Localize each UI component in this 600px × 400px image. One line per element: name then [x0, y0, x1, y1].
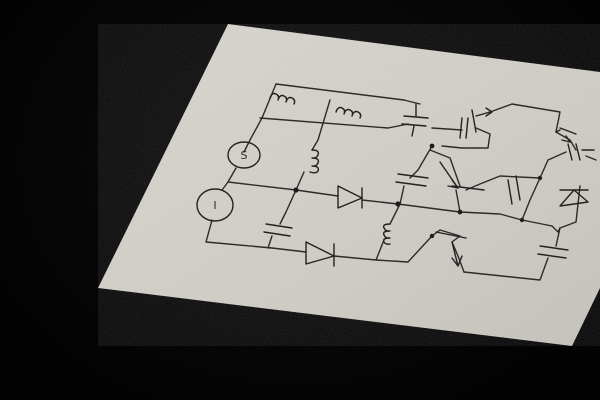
capacitor-bottom-left	[263, 223, 293, 237]
voltage-source: S	[227, 141, 261, 169]
circuit-wires	[205, 83, 597, 281]
inductor-top-middle	[335, 106, 362, 119]
inductor-top-left	[269, 92, 296, 105]
voltage-source-label: S	[241, 149, 248, 162]
capacitor-transistor-coupling	[459, 117, 469, 139]
junction-dots	[293, 143, 543, 239]
capacitor-right-middle	[507, 175, 521, 205]
capacitor-bottom-right	[537, 245, 569, 259]
transistor-top	[471, 107, 493, 133]
capacitor-top-right	[401, 103, 429, 137]
paper-sheet	[98, 24, 600, 346]
capacitor-center	[395, 173, 429, 187]
transistor-bottom	[435, 231, 467, 267]
inductor-lower-middle	[382, 223, 391, 245]
capacitor-far-right	[567, 143, 595, 161]
current-source-label: I	[213, 199, 216, 212]
diode-bottom	[305, 241, 335, 267]
current-source: I	[196, 188, 234, 222]
transistor-right	[555, 127, 577, 143]
diode-middle	[337, 185, 363, 209]
transistor-center	[439, 161, 485, 191]
inductor-left-vertical	[309, 149, 320, 174]
diode-right	[559, 189, 589, 207]
